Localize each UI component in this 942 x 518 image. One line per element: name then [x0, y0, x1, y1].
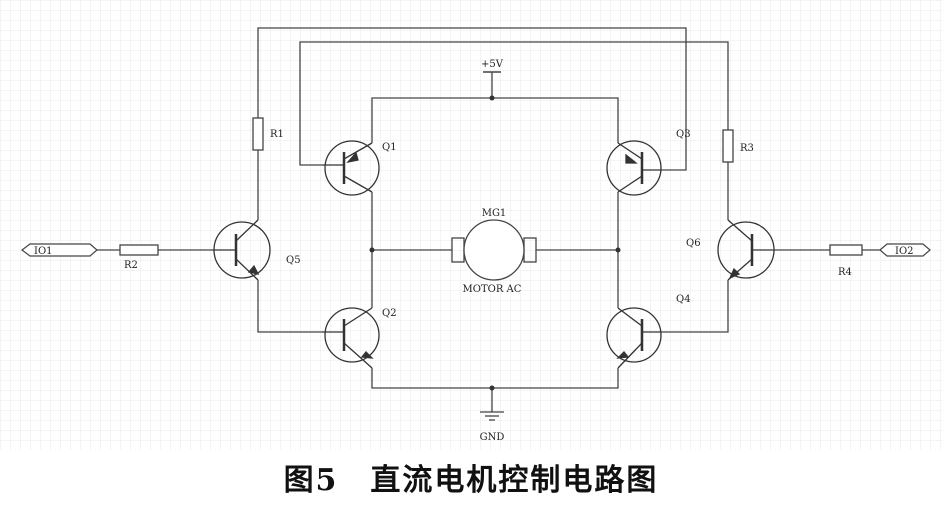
q5-label: Q5	[286, 255, 301, 266]
transistor-q2	[322, 307, 380, 369]
resistor-r3	[722, 129, 734, 163]
r4-label: R4	[838, 267, 852, 278]
wires	[97, 27, 880, 412]
ground-symbol	[480, 411, 504, 421]
q3-label: Q3	[676, 129, 691, 140]
figure-caption: 图5 直流电机控制电路图	[283, 463, 659, 498]
grid-background	[0, 0, 942, 450]
r3-label: R3	[740, 143, 754, 154]
motor-mg1	[451, 219, 537, 281]
port-io1-label: IO1	[34, 246, 53, 257]
resistor-r4	[829, 244, 863, 256]
motor-type-label: MOTOR AC	[463, 284, 522, 295]
power-label: +5V	[481, 59, 504, 70]
port-io2: IO2	[879, 243, 931, 257]
transistor-q5	[212, 219, 271, 281]
q6-label: Q6	[686, 238, 701, 249]
transistor-q4	[606, 307, 662, 369]
q1-label: Q1	[382, 142, 397, 153]
port-io2-label: IO2	[895, 246, 914, 257]
r1-label: R1	[270, 129, 284, 140]
q2-label: Q2	[382, 308, 397, 319]
motor-ref-label: MG1	[482, 208, 507, 219]
resistor-r1	[252, 117, 264, 151]
transistor-q6	[717, 219, 775, 281]
ground-label: GND	[480, 432, 505, 443]
port-io1: IO1	[21, 243, 98, 257]
resistor-r2	[119, 244, 159, 256]
transistor-q1	[322, 140, 380, 196]
junction-dots	[369, 95, 621, 391]
q4-label: Q4	[676, 294, 691, 305]
r2-label: R2	[124, 260, 138, 271]
transistor-q3	[606, 140, 662, 196]
power-symbol: +5V	[481, 59, 504, 73]
